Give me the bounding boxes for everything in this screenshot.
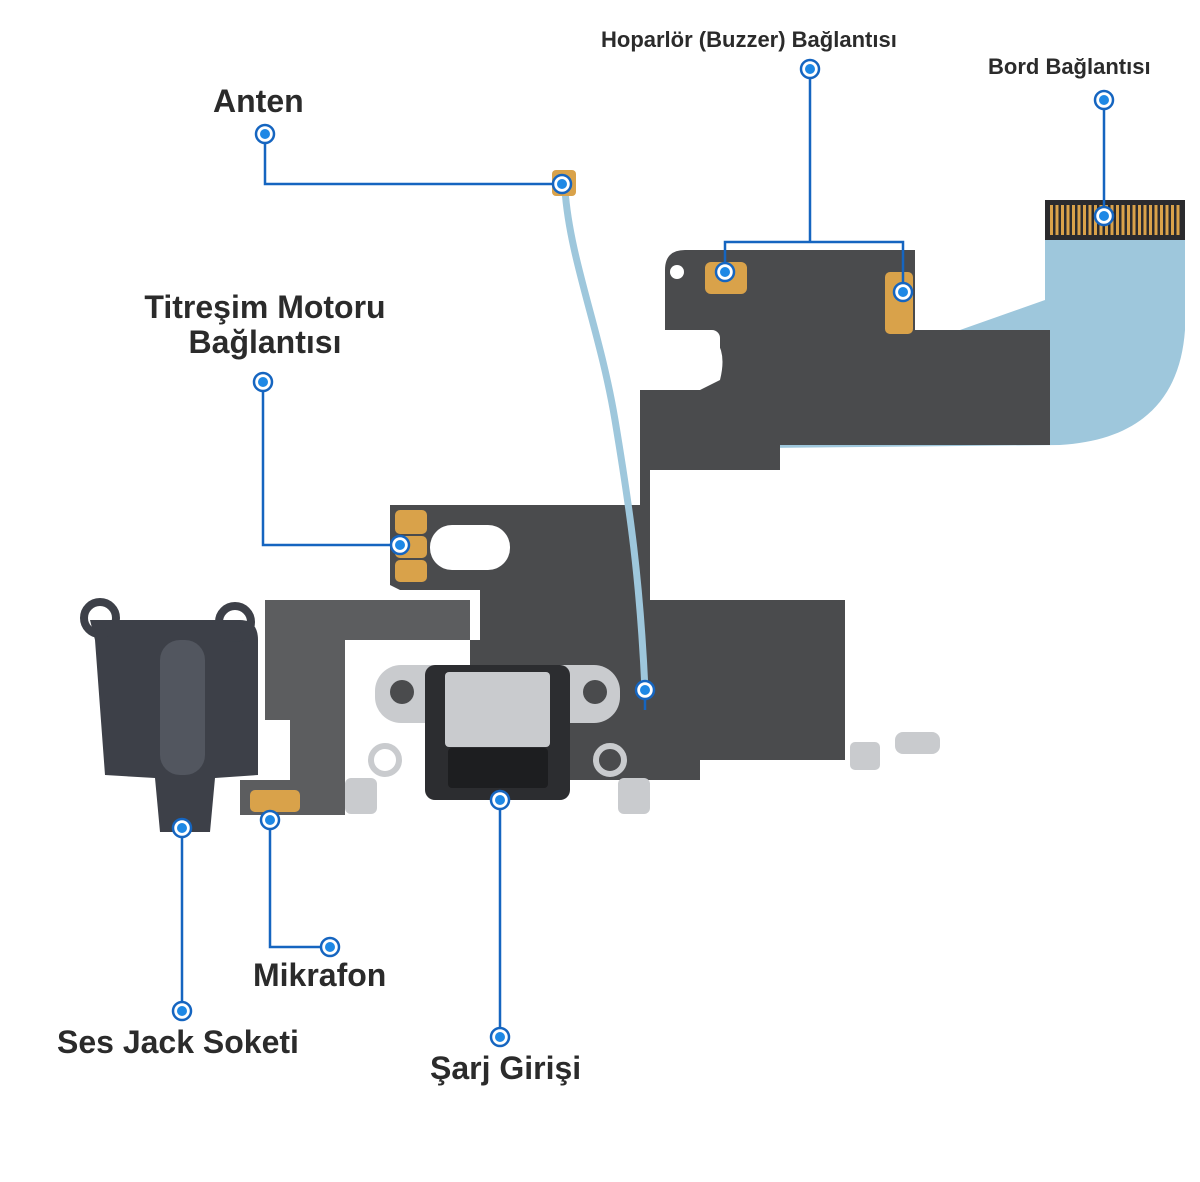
flex-cable-assembly xyxy=(240,200,1185,815)
connector-pin xyxy=(1160,205,1163,235)
marker-board-dot xyxy=(1099,95,1109,105)
mount-tab xyxy=(618,778,650,814)
body-cutout xyxy=(430,525,510,570)
marker-vibration-end-dot xyxy=(395,540,405,550)
gold-pad xyxy=(395,560,427,582)
label-audio-jack: Ses Jack Soketi xyxy=(57,1024,299,1060)
connector-pin xyxy=(1066,205,1070,235)
marker-audio-jack-dot xyxy=(177,1006,187,1016)
leader-antenna xyxy=(263,134,560,186)
leader-vibration xyxy=(261,382,400,547)
label-vibration: Titreşim Motoru Bağlantısı xyxy=(120,289,410,361)
marker-antenna-end-dot xyxy=(557,179,567,189)
connector-pin xyxy=(1127,205,1130,235)
audio-jack xyxy=(80,598,258,832)
bracket-hole xyxy=(390,680,414,704)
connector-pin xyxy=(1083,205,1086,235)
connector-pin xyxy=(1050,205,1053,235)
connector-pin xyxy=(1138,205,1141,235)
marker-vibration-dot xyxy=(258,377,268,387)
microphone-pad xyxy=(250,790,300,812)
jack-ridge xyxy=(160,640,205,775)
gold-pad xyxy=(395,510,427,534)
charging-connector xyxy=(345,665,940,814)
marker-audio-jack-end-dot xyxy=(177,823,187,833)
label-board: Bord Bağlantısı xyxy=(988,54,1151,79)
connector-pin xyxy=(1176,205,1180,235)
label-microphone: Mikrafon xyxy=(253,957,387,993)
flex-arm-left xyxy=(240,600,470,815)
connector-pin xyxy=(1116,205,1119,235)
label-antenna: Anten xyxy=(213,83,304,119)
body-notch xyxy=(665,330,720,382)
marker-board-end-dot xyxy=(1099,211,1109,221)
marker-antenna-tip-dot xyxy=(640,685,650,695)
connector-pin xyxy=(1088,205,1092,235)
bracket-ring xyxy=(368,743,402,777)
connector-pin xyxy=(1149,205,1152,235)
gold-pad xyxy=(885,272,913,334)
board-connector xyxy=(1045,200,1185,240)
leader-speaker-split xyxy=(723,240,905,292)
label-charging-port: Şarj Girişi xyxy=(430,1050,582,1086)
antenna-cable xyxy=(561,186,649,694)
marker-speaker-pad-1-dot xyxy=(720,267,730,277)
connector-pin xyxy=(1154,205,1158,235)
connector-plate xyxy=(445,672,550,747)
label-vibration-line1: Titreşim Motoru xyxy=(144,289,386,325)
label-vibration-line2: Bağlantısı xyxy=(188,324,342,361)
marker-speaker-pad-2-dot xyxy=(898,287,908,297)
connector-pin xyxy=(1077,205,1081,235)
flex-cable-body xyxy=(390,250,1050,780)
mount-tab xyxy=(895,732,940,754)
bracket-ring xyxy=(593,743,627,777)
connector-pin xyxy=(1171,205,1174,235)
jack-ear-hole xyxy=(215,602,255,642)
marker-charging-dot xyxy=(495,1032,505,1042)
leader-markers xyxy=(171,58,1115,1048)
mount-tab xyxy=(850,742,880,770)
connector-pin xyxy=(1061,205,1064,235)
marker-microphone-dot xyxy=(325,942,335,952)
connector-slot xyxy=(448,748,548,788)
marker-charging-end-dot xyxy=(495,795,505,805)
mount-tab xyxy=(345,778,377,814)
marker-microphone-end-dot xyxy=(265,815,275,825)
mount-hole xyxy=(670,265,684,279)
label-speaker: Hoparlör (Buzzer) Bağlantısı xyxy=(601,27,897,52)
leader-lines xyxy=(180,69,1106,1037)
marker-speaker-dot xyxy=(805,64,815,74)
jack-ear-hole xyxy=(80,598,120,638)
marker-antenna-dot xyxy=(260,129,270,139)
leader-microphone xyxy=(268,820,330,949)
connector-pin xyxy=(1121,205,1125,235)
connector-pin xyxy=(1165,205,1169,235)
bracket-hole xyxy=(583,680,607,704)
connector-pin xyxy=(1055,205,1059,235)
connector-bar xyxy=(1045,200,1185,240)
connector-pin xyxy=(1132,205,1136,235)
connector-pin xyxy=(1072,205,1075,235)
connector-pin xyxy=(1143,205,1147,235)
